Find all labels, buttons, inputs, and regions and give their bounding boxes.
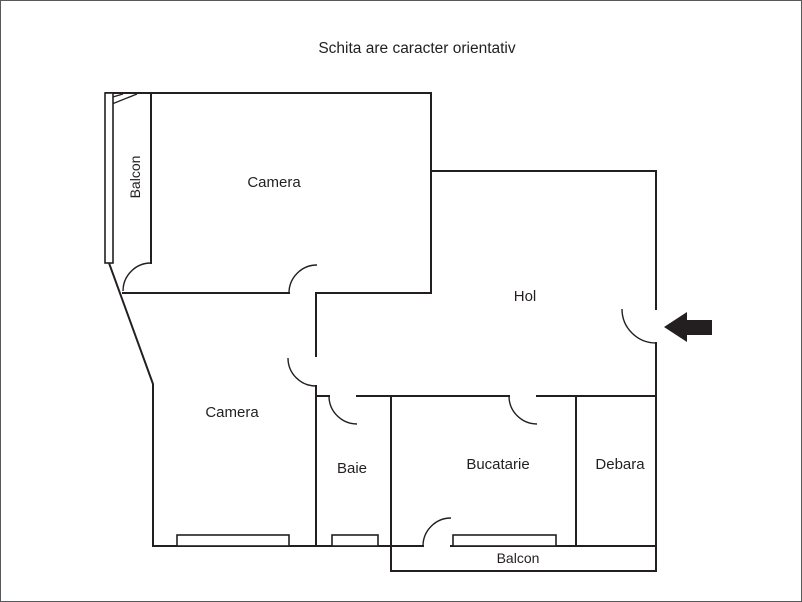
room-label-balcon-left: Balcon <box>127 156 143 199</box>
window-balcon-left <box>104 92 114 264</box>
interior-walls <box>122 92 657 547</box>
room-label-debara: Debara <box>595 456 645 473</box>
room-label-baie: Baie <box>337 460 367 477</box>
room-label-camera-top: Camera <box>247 174 301 191</box>
walls <box>105 92 657 572</box>
room-label-balcon-bottom: Balcon <box>497 550 540 566</box>
entrance-arrow-icon <box>664 312 712 342</box>
windows <box>104 92 557 547</box>
door-arc-bucatarie <box>508 395 538 425</box>
labels: Schita are caracter orientativ Balcon Ca… <box>127 40 645 566</box>
door-arc-entrance <box>621 308 657 344</box>
plan-title: Schita are caracter orientativ <box>318 40 516 57</box>
door-arc-baie <box>328 395 358 425</box>
window-bucatarie <box>452 534 557 547</box>
window-camera-bottom <box>176 534 290 547</box>
room-label-hol: Hol <box>514 288 537 305</box>
window-baie <box>331 534 379 547</box>
door-arcs <box>122 262 657 547</box>
door-arc-camera-top <box>288 264 318 294</box>
door-arc-camera-bottom <box>287 357 317 387</box>
room-label-bucatarie: Bucatarie <box>466 456 529 473</box>
room-label-camera-bottom: Camera <box>205 404 259 421</box>
door-arc-balcon-left <box>122 262 152 292</box>
exterior-walls <box>105 92 657 572</box>
door-arc-balcon-bottom <box>422 517 452 547</box>
